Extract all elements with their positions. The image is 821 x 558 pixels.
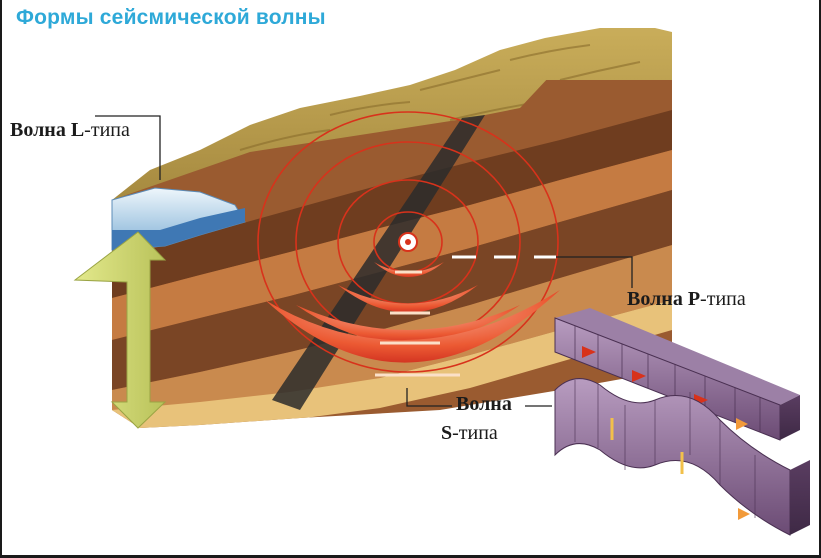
l-wave-arrow	[73, 231, 167, 429]
label-p-wave-letter: P	[687, 288, 701, 310]
label-p-wave-name: Волна	[627, 288, 683, 310]
diagram-title: Формы сейсмической волны	[16, 6, 326, 29]
label-s-wave-type-line: S-типа	[441, 422, 498, 445]
label-l-wave: Волна L-типа	[10, 119, 130, 142]
label-s-wave-name: Волна	[456, 393, 512, 415]
leader-p-wave	[556, 256, 633, 288]
sand-layer	[112, 300, 672, 428]
rock-layer-3	[112, 190, 672, 390]
leader-l-wave	[95, 115, 161, 180]
label-p-wave: Волна P-типа	[627, 288, 746, 311]
label-s-wave-name-line: Волна	[456, 393, 512, 416]
p-wave-bar	[554, 308, 800, 441]
label-p-wave-suffix: -типа	[700, 288, 746, 310]
label-l-wave-name: Волна	[10, 119, 66, 141]
s-wave-shell-2	[338, 285, 478, 313]
s-wave-shell-1	[374, 262, 444, 277]
leader-lines	[95, 115, 633, 407]
s-wave-shell-4	[265, 290, 560, 363]
s-wave-bar	[554, 378, 810, 536]
label-l-wave-letter: L	[70, 119, 85, 141]
focus-point-icon	[398, 232, 418, 252]
label-l-wave-suffix: -типа	[84, 119, 130, 141]
label-s-wave-letter: S	[441, 422, 453, 444]
rock-layer-1	[112, 110, 672, 298]
s-wave-shells	[265, 262, 560, 377]
leader-s-wave	[406, 388, 452, 407]
s-wave-arrows	[375, 270, 460, 377]
label-s-wave-suffix: -типа	[452, 422, 498, 444]
